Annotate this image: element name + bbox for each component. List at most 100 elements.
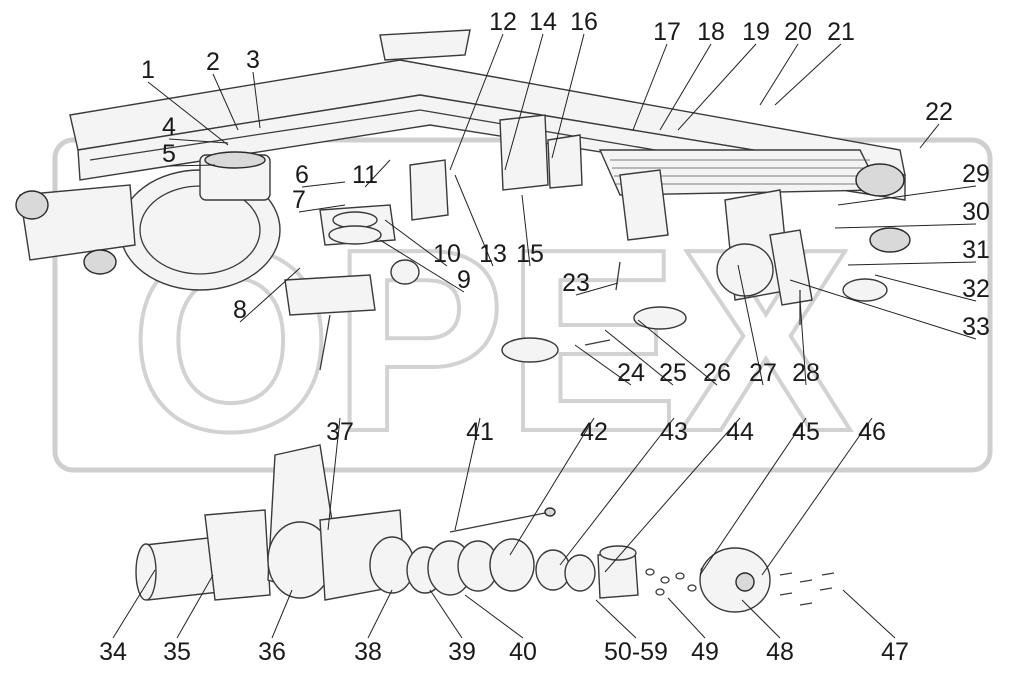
leader-line-5 — [168, 164, 216, 167]
leader-line-43 — [559, 417, 675, 566]
callout-48: 48 — [766, 638, 794, 666]
callout-7: 7 — [292, 186, 306, 214]
leader-line-30 — [834, 223, 977, 229]
frame-assembly — [15, 29, 911, 371]
leader-line-37 — [327, 417, 341, 531]
callout-43: 43 — [660, 418, 688, 446]
callout-4: 4 — [162, 113, 176, 141]
callout-40: 40 — [509, 638, 537, 666]
leader-line-4 — [168, 138, 229, 144]
callout-29: 29 — [962, 160, 990, 188]
callout-30: 30 — [962, 198, 990, 226]
callout-45: 45 — [792, 418, 820, 446]
callout-13: 13 — [479, 240, 507, 268]
callout-38: 38 — [354, 638, 382, 666]
callout-21: 21 — [827, 18, 855, 46]
callout-46: 46 — [858, 418, 886, 446]
callout-35: 35 — [163, 638, 191, 666]
callout-5: 5 — [162, 140, 176, 168]
leader-line-22 — [919, 123, 940, 149]
leader-line-35 — [176, 574, 214, 639]
leader-line-33 — [789, 279, 977, 340]
callout-3: 3 — [246, 46, 260, 74]
leader-line-44 — [604, 417, 741, 573]
leader-line-50 — [595, 599, 637, 639]
leader-line-34 — [112, 569, 156, 639]
callout-15: 15 — [516, 240, 544, 268]
leader-line-32 — [874, 274, 977, 302]
callout-32: 32 — [962, 275, 990, 303]
leader-line-9 — [379, 239, 465, 293]
leader-line-8 — [239, 267, 301, 323]
leader-line-46 — [761, 417, 873, 576]
leader-line-11 — [364, 159, 391, 188]
leader-line-29 — [837, 185, 977, 206]
hub-assembly — [135, 444, 835, 613]
leader-line-45 — [699, 417, 807, 576]
callout-8: 8 — [233, 296, 247, 324]
leader-line-23 — [575, 282, 619, 296]
leader-line-31 — [847, 261, 977, 266]
leader-line-20 — [759, 43, 799, 106]
callout-37: 37 — [326, 418, 354, 446]
leader-line-14 — [504, 33, 544, 171]
leader-line-19 — [677, 43, 757, 131]
callout-9: 9 — [457, 266, 471, 294]
callout-39: 39 — [448, 638, 476, 666]
callout-36: 36 — [258, 638, 286, 666]
leader-line-47 — [842, 589, 896, 639]
callout-14: 14 — [529, 8, 557, 36]
callout-25: 25 — [659, 359, 687, 387]
leader-line-17 — [632, 43, 668, 131]
leader-line-28 — [799, 299, 807, 386]
callout-10: 10 — [433, 240, 461, 268]
leader-line-49 — [667, 597, 706, 639]
callout-12: 12 — [489, 8, 517, 36]
callout-26: 26 — [703, 359, 731, 387]
callout-42: 42 — [580, 418, 608, 446]
callout-49: 49 — [691, 638, 719, 666]
callout-2: 2 — [206, 48, 220, 76]
leader-line-1 — [147, 81, 229, 146]
callout-18: 18 — [697, 18, 725, 46]
leader-line-48 — [741, 599, 781, 639]
leader-line-3 — [252, 71, 261, 129]
callout-24: 24 — [617, 359, 645, 387]
callout-47: 47 — [881, 638, 909, 666]
leader-line-41 — [454, 417, 481, 531]
leader-line-12 — [449, 33, 504, 171]
leader-line-24 — [574, 344, 632, 386]
leader-line-10 — [384, 219, 448, 267]
callout-23: 23 — [562, 269, 590, 297]
callout-33: 33 — [962, 313, 990, 341]
leader-line-6 — [301, 181, 346, 188]
callout-11: 11 — [352, 161, 378, 189]
leader-line-39 — [429, 589, 463, 639]
leader-line-7 — [298, 204, 346, 213]
callout-28: 28 — [792, 359, 820, 387]
callout-1: 1 — [141, 56, 155, 84]
leader-line-25 — [604, 329, 674, 386]
callout-41: 41 — [466, 418, 494, 446]
leader-line-18 — [659, 43, 712, 131]
leader-line-27 — [737, 264, 764, 386]
leader-line-38 — [367, 589, 393, 639]
leader-line-21 — [774, 43, 842, 106]
leader-line-40 — [464, 594, 524, 639]
callout-19: 19 — [742, 18, 770, 46]
callout-17: 17 — [653, 18, 681, 46]
callout-31: 31 — [962, 236, 990, 264]
callout-20: 20 — [784, 18, 812, 46]
callout-44: 44 — [726, 418, 754, 446]
callout-22: 22 — [925, 98, 953, 126]
callout-50: 50-59 — [604, 638, 668, 666]
callout-16: 16 — [570, 8, 598, 36]
leader-line-26 — [637, 319, 718, 386]
leader-line-13 — [454, 174, 494, 267]
callout-27: 27 — [749, 359, 777, 387]
leader-line-36 — [271, 589, 293, 639]
leader-line-42 — [509, 417, 595, 556]
callout-6: 6 — [295, 161, 309, 189]
